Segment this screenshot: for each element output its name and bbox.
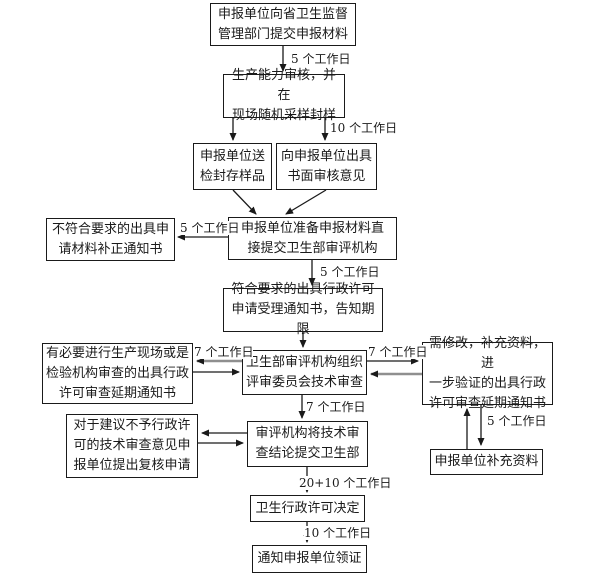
label-duration-7d-down: 7 个工作日 [306,400,366,414]
label-duration-10d-notify: 10 个工作日 [304,526,372,540]
node-license-decision: 卫生行政许可决定 [250,495,365,522]
node-supplement-delay-notice: 需修改，补充资料，进 一步验证的出具行政 许可审查延期通知书 [422,336,553,411]
node-submit-province: 申报单位向省卫生监督 管理部门提交申报材料 [210,3,356,46]
node-capacity-review: 生产能力审核，并在 现场随机采样封样 [223,68,345,123]
node-correction-notice: 不符合要求的出具申 请材料补正通知书 [46,218,175,261]
node-send-samples: 申报单位送 检封存样品 [193,143,272,190]
label-duration-7d-right: 7 个工作日 [368,345,428,359]
node-technical-review: 卫生部审评机构组织 评审委员会技术审查 [242,350,367,395]
node-written-opinion: 向申报单位出具 书面审核意见 [276,143,377,190]
arrow-opinion-to-submitmoh [285,189,327,215]
label-duration-5d-acceptance: 5 个工作日 [320,265,380,279]
label-duration-20-10d: 20+10 个工作日 [299,476,392,490]
node-recheck-application: 对于建议不予行政许 可的技术审查意见申 报单位提出复核申请 [66,414,198,478]
node-onsite-delay-notice: 有必要进行生产现场或是 检验机构审查的出具行政 许可审查延期通知书 [42,343,193,404]
node-submit-moh: 申报单位准备申报材料直 接提交卫生部审评机构 [228,217,397,260]
label-duration-5d-province: 5 个工作日 [291,52,351,66]
node-acceptance-notice: 符合要求的出具行政许可 申请受理通知书，告知期限 [223,282,383,337]
node-supplement-materials: 申报单位补充资料 [430,449,543,475]
label-duration-7d-left: 7 个工作日 [194,345,254,359]
arrow-samples-to-submitmoh [232,189,257,215]
label-duration-5d-correction: 5 个工作日 [180,221,240,235]
node-submit-conclusion: 审评机构将技术审 查结论提交卫生部 [247,421,368,467]
label-duration-5d-supplement: 5 个工作日 [487,414,547,428]
label-duration-10d-opinion: 10 个工作日 [330,121,398,135]
node-notify-certificate: 通知申报单位领证 [252,545,367,573]
